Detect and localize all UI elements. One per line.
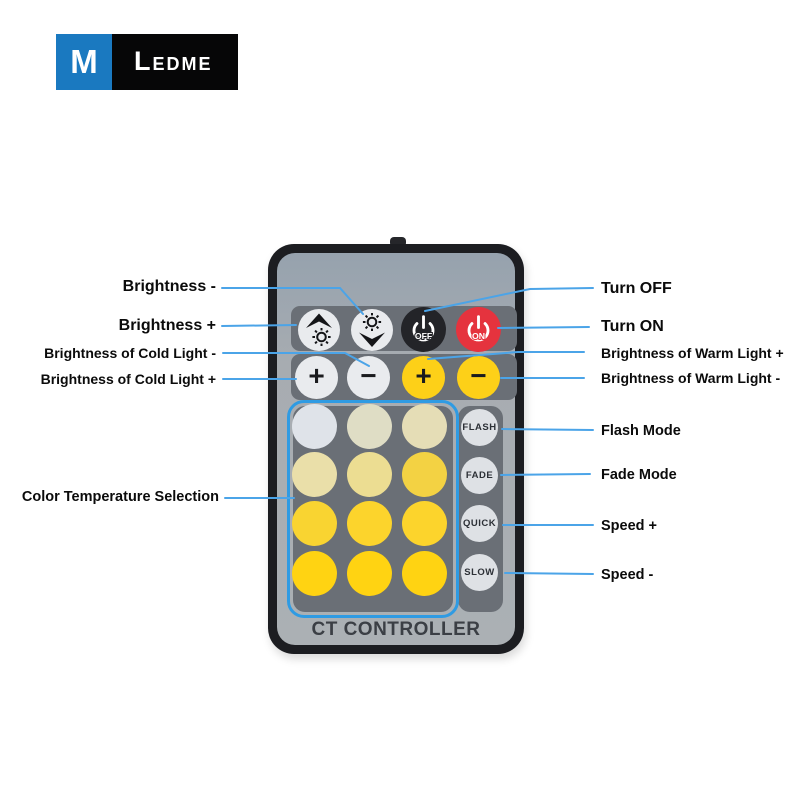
callout-warm-light-plus: Brightness of Warm Light + [601, 345, 784, 361]
remote-body: OFF ON + − + − [277, 253, 517, 645]
callout-speed-minus: Speed - [601, 567, 654, 583]
callout-brightness-plus: Brightness + [118, 317, 216, 334]
callout-color-temp: Color Temperature Selection [21, 489, 219, 505]
brand-logo: M LEDME [56, 34, 238, 90]
power-off-button[interactable]: OFF [401, 307, 446, 352]
color-temp-button[interactable] [402, 452, 447, 497]
brightness-down-icon [359, 313, 385, 347]
color-temp-button[interactable] [292, 551, 337, 596]
power-on-button[interactable]: ON [456, 307, 501, 352]
color-temp-button[interactable] [402, 551, 447, 596]
svg-text:OFF: OFF [415, 331, 432, 341]
callout-brightness-minus: Brightness - [122, 278, 216, 295]
warm-light-plus-button[interactable]: + [402, 356, 445, 399]
plus-glyph: + [415, 360, 432, 391]
brightness-down-button[interactable] [351, 309, 393, 351]
minus-glyph: − [360, 360, 377, 391]
quick-button[interactable]: QUICK [461, 505, 498, 542]
color-temp-button[interactable] [292, 452, 337, 497]
color-temp-button[interactable] [347, 501, 392, 546]
fade-button[interactable]: FADE [461, 457, 498, 494]
power-off-icon: OFF [412, 315, 435, 342]
warm-light-minus-button[interactable]: − [457, 356, 500, 399]
callout-warm-light-minus: Brightness of Warm Light - [601, 370, 781, 386]
minus-glyph: − [470, 360, 487, 391]
callout-speed-plus: Speed + [601, 518, 658, 534]
callout-fade-mode: Fade Mode [601, 467, 677, 483]
callout-turn-on: Turn ON [601, 318, 664, 335]
callout-cold-light-plus: Brightness of Cold Light + [40, 371, 216, 387]
logo-wordmark: LEDME [112, 34, 238, 90]
cold-light-plus-button[interactable]: + [295, 356, 338, 399]
brand-name: LEDME [134, 45, 213, 76]
plus-glyph: + [308, 360, 325, 391]
brightness-up-icon [306, 313, 332, 346]
brightness-up-button[interactable] [298, 309, 340, 351]
color-temp-button[interactable] [402, 404, 447, 449]
color-temp-selection-box [287, 400, 459, 618]
logo-monogram: M [56, 34, 112, 90]
remote-control: OFF ON + − + − [268, 244, 524, 654]
callout-cold-light-minus: Brightness of Cold Light - [44, 345, 216, 361]
color-temp-button[interactable] [347, 452, 392, 497]
slow-button[interactable]: SLOW [461, 554, 498, 591]
callout-turn-off: Turn OFF [601, 280, 672, 297]
cold-light-minus-button[interactable]: − [347, 356, 390, 399]
color-temp-button[interactable] [347, 551, 392, 596]
flash-button[interactable]: FLASH [461, 409, 498, 446]
ir-emitter-nub [390, 237, 406, 247]
color-temp-button[interactable] [347, 404, 392, 449]
color-temp-button[interactable] [402, 501, 447, 546]
power-on-icon: ON [467, 315, 490, 342]
color-temp-button[interactable] [292, 501, 337, 546]
remote-title: CT CONTROLLER [311, 619, 481, 640]
svg-text:ON: ON [472, 331, 485, 341]
callout-flash-mode: Flash Mode [601, 423, 681, 439]
